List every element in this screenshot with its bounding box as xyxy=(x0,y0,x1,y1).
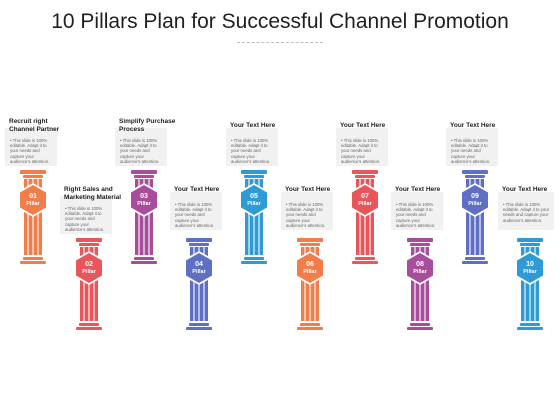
pillar-07-textbox: Your Text HereThis slide is 100% editabl… xyxy=(336,122,388,166)
pillar-04-description: This slide is 100% editable. Adapt it to… xyxy=(175,202,219,228)
pillar-06-number: 06 xyxy=(306,261,314,268)
pillar-06-textbox: Your Text HereThis slide is 100% editabl… xyxy=(281,186,333,230)
pillar-07-label: Pillar xyxy=(358,201,372,207)
pillar-01-textbox: Recruit right Channel PartnerThis slide … xyxy=(5,118,59,166)
pillar-09-textbox: Your Text HereThis slide is 100% editabl… xyxy=(446,122,498,166)
pillar-05-description: This slide is 100% editable. Adapt it to… xyxy=(231,138,275,164)
pillar-03-description: This slide is 100% editable. Adapt it to… xyxy=(120,138,164,164)
pillar-05-number: 05 xyxy=(250,193,258,200)
pillar-04-number: 04 xyxy=(195,261,203,268)
pillar-02-number: 02 xyxy=(85,261,93,268)
pillar-03-textbox: Simplify Purchase ProcessThis slide is 1… xyxy=(115,118,175,166)
pillar-08-label: Pillar xyxy=(413,269,427,275)
pillar-05-heading: Your Text Here xyxy=(230,122,276,129)
pillar-03-heading: Simplify Purchase Process xyxy=(119,118,176,133)
pillar-07-description: This slide is 100% editable. Adapt it to… xyxy=(341,138,385,164)
pillar-05-label: Pillar xyxy=(247,201,261,207)
pillar-08-number: 08 xyxy=(416,261,424,268)
pillar-02-textbox: Right Sales and Marketing MaterialThis s… xyxy=(60,186,121,234)
pillar-03-number: 03 xyxy=(140,193,148,200)
pillar-10-heading: Your Text Here xyxy=(502,186,548,193)
title-divider xyxy=(237,42,323,43)
pillar-01-label: Pillar xyxy=(26,201,40,207)
pillar-03-label: Pillar xyxy=(137,201,151,207)
pillar-02-label: Pillar xyxy=(82,269,96,275)
pillar-06-label: Pillar xyxy=(303,269,317,275)
pillar-08-textbox: Your Text HereThis slide is 100% editabl… xyxy=(391,186,443,230)
pillar-04-textbox: Your Text HereThis slide is 100% editabl… xyxy=(170,186,222,230)
pillar-04-label: Pillar xyxy=(192,269,206,275)
pillar-01-heading: Recruit right Channel Partner xyxy=(9,118,60,133)
pillar-06-heading: Your Text Here xyxy=(285,186,331,193)
pillar-10-description: This slide is 100% editable. Adapt it to… xyxy=(503,202,551,223)
pillar-07-number: 07 xyxy=(361,193,369,200)
pillar-10-number: 10 xyxy=(526,261,534,268)
pillar-06-description: This slide is 100% editable. Adapt it to… xyxy=(286,202,330,228)
pillar-01-description: This slide is 100% editable. Adapt it to… xyxy=(10,138,54,164)
pillar-08-heading: Your Text Here xyxy=(395,186,441,193)
pillar-08-description: This slide is 100% editable. Adapt it to… xyxy=(396,202,440,228)
pillar-04-heading: Your Text Here xyxy=(174,186,220,193)
pillar-05-textbox: Your Text HereThis slide is 100% editabl… xyxy=(226,122,278,166)
pillar-02-heading: Right Sales and Marketing Material xyxy=(64,186,122,201)
pillar-01-number: 01 xyxy=(29,193,37,200)
pillar-09-heading: Your Text Here xyxy=(450,122,496,129)
pillar-09-number: 09 xyxy=(471,193,479,200)
pillar-09-label: Pillar xyxy=(468,201,482,207)
pillar-07-heading: Your Text Here xyxy=(340,122,386,129)
pillar-10-textbox: Your Text HereThis slide is 100% editabl… xyxy=(498,186,554,230)
pillar-10-label: Pillar xyxy=(523,269,537,275)
slide-title: 10 Pillars Plan for Successful Channel P… xyxy=(51,10,509,33)
pillar-09-description: This slide is 100% editable. Adapt it to… xyxy=(451,138,495,164)
pillar-02-description: This slide is 100% editable. Adapt it to… xyxy=(65,206,109,232)
